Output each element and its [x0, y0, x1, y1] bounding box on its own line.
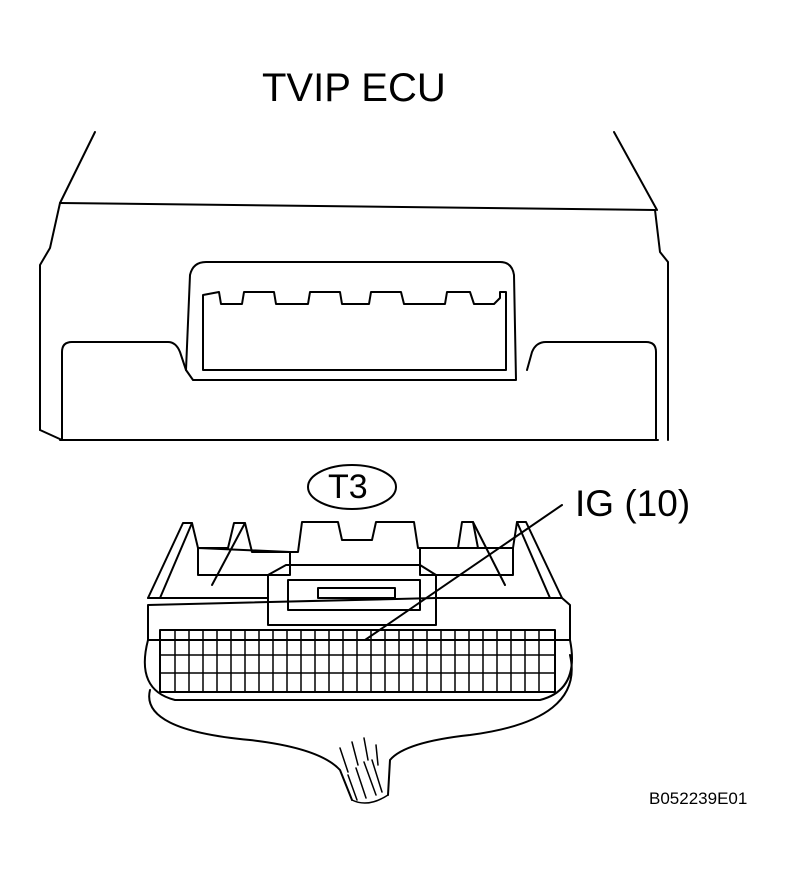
connector-code-label: T3	[328, 468, 368, 506]
ecu-body	[40, 132, 668, 440]
ecu-lower-slab	[62, 342, 186, 440]
connector-top-tabs	[148, 522, 562, 598]
connector-body	[148, 598, 570, 640]
ecu-back-left-edge	[60, 132, 95, 203]
ecu-upper-housing	[60, 203, 668, 440]
connector-code-oval	[308, 465, 396, 509]
pin-leader-line	[365, 505, 562, 640]
connector-lock-latch-inner	[288, 580, 420, 610]
pin-callout-label: IG (10)	[575, 483, 691, 524]
ecu-receptacle-outer	[186, 262, 516, 380]
ecu-receptacle-inner	[203, 292, 506, 370]
ecu-back-right-edge	[614, 132, 657, 210]
harness-connector	[145, 522, 572, 803]
figure-reference-code: B052239E01	[649, 789, 748, 808]
ecu-lower-slab-right	[527, 342, 656, 440]
wire-bundle	[340, 738, 388, 803]
ecu-bottom-edge-inner	[40, 430, 62, 440]
connector-lock-latch	[268, 565, 436, 625]
connector-top-inner-right	[473, 522, 550, 598]
connector-top-ridge	[198, 548, 290, 575]
connector-terminal-dividers	[160, 630, 555, 692]
harness-wrap	[149, 655, 572, 800]
diagram-title: TVIP ECU	[262, 66, 446, 110]
connector-lock-slot	[318, 588, 395, 598]
ecu-upper-housing-left	[40, 203, 60, 430]
